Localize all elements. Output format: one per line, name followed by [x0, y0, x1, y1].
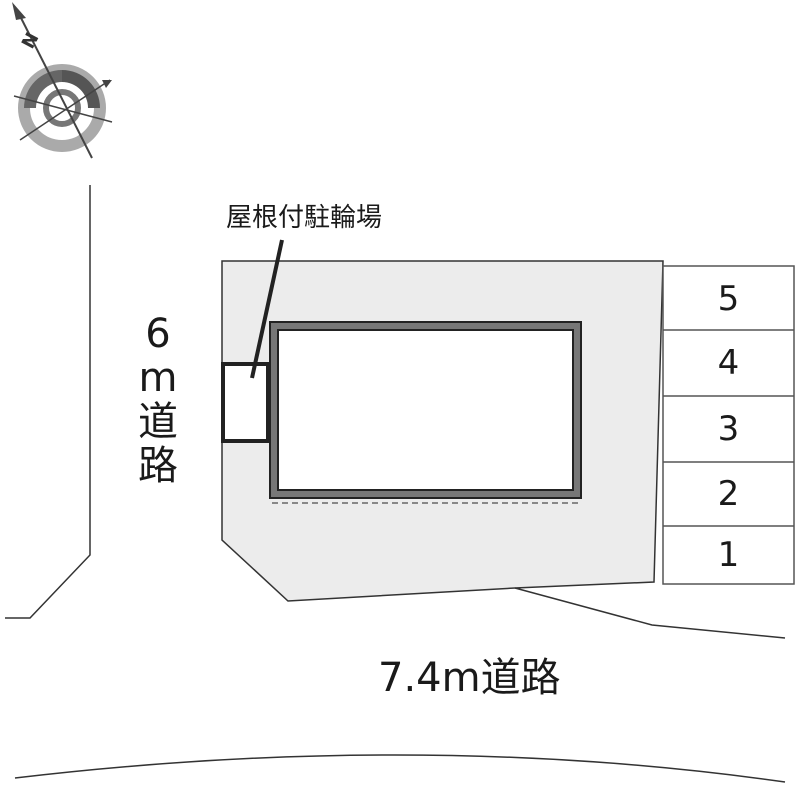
compass-north-label: N: [18, 29, 44, 52]
road-left-label-char: 路: [138, 443, 178, 489]
road-left-label-char: 6: [145, 311, 171, 357]
bike-parking-label: 屋根付駐輪場: [226, 203, 383, 233]
parking-slot-number: 2: [717, 474, 740, 514]
road-left-label-char: 道: [138, 399, 178, 445]
parking-slots: [662, 265, 795, 585]
road-bottom-near-edge: [514, 587, 786, 639]
road-bottom-edge: [14, 754, 786, 783]
road-left-label-char: m: [138, 355, 178, 401]
parking-slot-number: 5: [717, 279, 740, 319]
bike-parking-leader: [250, 239, 284, 379]
parking-slot-number: 3: [717, 409, 740, 449]
bike-parking: [221, 362, 270, 443]
compass-north-icon: N: [12, 2, 113, 159]
building: [270, 322, 581, 498]
parking-slot-number: 1: [717, 535, 740, 575]
road-left-label: 6 m 道 路: [128, 312, 188, 488]
parking-slot-number: 4: [717, 343, 740, 383]
road-bottom-label: 7.4m道路: [378, 655, 561, 701]
road-left-edge: [5, 185, 91, 619]
